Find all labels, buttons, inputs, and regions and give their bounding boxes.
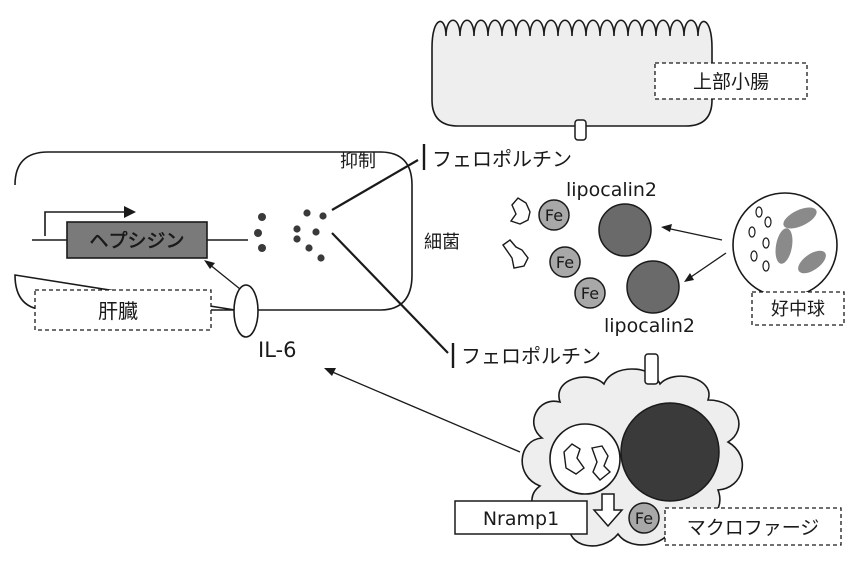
bacteria-label: 細菌 <box>424 232 460 253</box>
hepcidin-molecule <box>312 228 319 235</box>
hepcidin-label: ヘプシジン <box>89 230 184 252</box>
phagosome <box>550 424 620 494</box>
neutrophil-granule <box>763 261 769 271</box>
hepcidin-molecule <box>293 225 300 232</box>
lipocalin-top-label: lipocalin2 <box>566 179 657 201</box>
transcription-arrowhead-icon <box>124 206 136 218</box>
fe-label: Fe <box>556 253 574 272</box>
hepcidin-molecule <box>319 212 326 219</box>
il6-arrowhead-icon <box>324 368 336 376</box>
ferroportin-top-label: フェロポルチン <box>432 147 572 171</box>
neutrophil-granule <box>751 251 757 261</box>
intestine-ferroportin-channel <box>575 120 586 140</box>
lipocalin-circle-bottom <box>627 261 679 313</box>
fe-bacteria-3: Fe <box>575 278 605 308</box>
lipocalin-circle-top <box>599 204 651 256</box>
bacterium-icon <box>503 240 528 268</box>
neutrophil-arrow-bottom <box>688 253 726 279</box>
il6-label: IL-6 <box>258 338 296 362</box>
fe-label: Fe <box>581 284 599 303</box>
macrophage-nucleus <box>621 403 719 501</box>
nramp1-label: Nramp1 <box>483 508 559 530</box>
intestine-cell: 上部小腸 <box>432 20 807 140</box>
neutrophil-label: 好中球 <box>771 299 825 320</box>
fe-bacteria-2: Fe <box>550 247 580 277</box>
secreted-hepcidin <box>293 209 326 261</box>
neutrophil-granule <box>765 217 771 227</box>
il6-arrow <box>330 371 520 452</box>
neutrophil-granule <box>756 207 762 217</box>
liver-label: 肝臓 <box>98 299 138 323</box>
hepcidin-molecule <box>258 244 266 252</box>
intestine-label: 上部小腸 <box>693 71 769 93</box>
neutrophil: 好中球 <box>733 193 844 325</box>
neutrophil-arrowhead-icon <box>684 273 694 282</box>
lipocalin-bottom-label: lipocalin2 <box>604 315 695 337</box>
bacterium-icon <box>511 198 530 224</box>
signal-arrow <box>209 264 240 289</box>
hepcidin-molecule <box>303 209 310 216</box>
hepcidin-molecule <box>317 254 324 261</box>
liver-cell: ヘプシジン 肝臓 <box>15 152 412 337</box>
fe-bacteria-1: Fe <box>539 200 569 230</box>
neutrophil-arrowhead-icon <box>661 224 672 232</box>
suppression-label: 抑制 <box>340 151 376 172</box>
bacteria-group <box>503 198 530 268</box>
macrophage-label: マクロファージ <box>687 517 820 539</box>
hepcidin-molecule <box>258 213 266 221</box>
neutrophil-granule <box>763 238 769 248</box>
hepcidin-molecule <box>293 235 300 242</box>
neutrophil-arrow-top <box>666 228 722 240</box>
fe-label: Fe <box>545 206 563 225</box>
ferroportin-bottom-label: フェロポルチン <box>461 344 601 368</box>
neutrophil-granule <box>749 227 755 237</box>
fe-macrophage-label: Fe <box>635 509 653 528</box>
macrophage-ferroportin-channel <box>645 354 658 384</box>
hepcidin-molecule <box>254 229 262 237</box>
il6-receptor <box>234 285 258 337</box>
hepcidin-molecule <box>305 244 312 251</box>
inhibition-lines <box>332 144 453 368</box>
